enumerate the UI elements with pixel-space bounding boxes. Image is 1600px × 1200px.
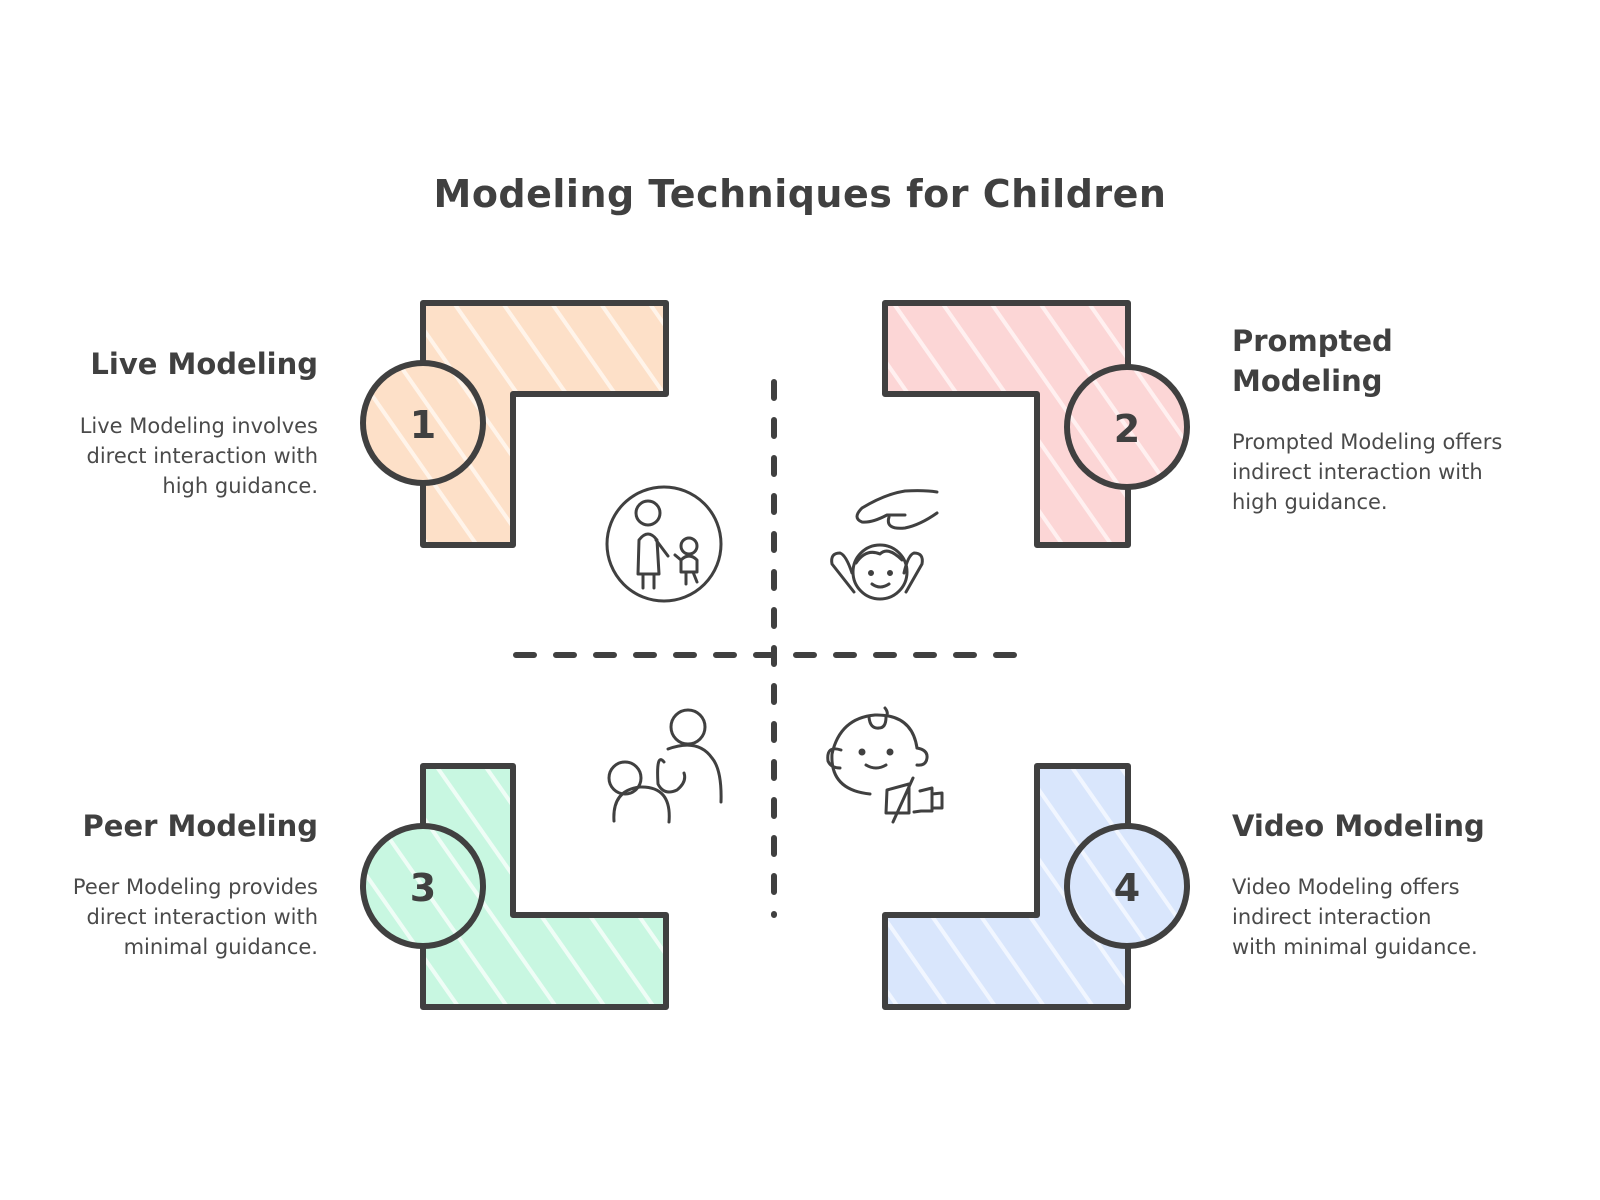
description-line: indirect interaction [1232,905,1432,929]
number-1: 1 [410,403,436,447]
description-line: Prompted Modeling offers [1232,430,1503,454]
heading-line: Prompted [1232,324,1393,358]
number-badge-3 [360,823,486,949]
quadrant-video-modeling: 4 [882,763,1190,1010]
number-2: 2 [1114,407,1140,451]
description-line: minimal guidance. [123,935,318,959]
heading-live-modeling: Live Modeling [90,347,318,381]
description-line: direct interaction with [86,905,318,929]
description-line: high guidance. [1232,490,1388,514]
description-line: indirect interaction with [1232,460,1483,484]
heading-peer-modeling: Peer Modeling [82,809,318,843]
heading-line: Modeling [1232,364,1383,398]
adult-with-child-icon [605,485,723,603]
heading-video-modeling: Video Modeling [1232,809,1485,843]
description-line: Live Modeling involves [79,414,318,438]
number-badge-2 [1064,364,1190,490]
l-shape-peer [420,763,669,1010]
description-line: with minimal guidance. [1232,935,1478,959]
description-line: high guidance. [162,474,318,498]
description-prompted-modeling: Prompted Modeling offers indirect intera… [1232,427,1592,517]
number-badge-4 [1064,823,1190,949]
description-live-modeling: Live Modeling involves direct interactio… [20,411,318,501]
quadrant-prompted-modeling: 2 [882,300,1190,548]
quadrant-live-modeling: 1 [360,300,669,548]
l-shape-prompted [882,300,1131,548]
hand-over-child-icon [830,489,939,601]
number-4: 4 [1114,866,1140,910]
peers-icon [607,708,723,824]
description-line: Peer Modeling provides [72,875,318,899]
description-line: Video Modeling offers [1232,875,1460,899]
child-with-camera-icon [826,706,944,824]
number-badge-1 [360,360,486,486]
description-video-modeling: Video Modeling offers indirect interacti… [1232,872,1592,962]
heading-prompted-modeling: Prompted Modeling [1232,321,1572,401]
number-3: 3 [410,866,436,910]
description-line: direct interaction with [86,444,318,468]
l-shape-video [882,763,1131,1010]
description-peer-modeling: Peer Modeling provides direct interactio… [10,872,318,962]
l-shape-live [420,300,669,548]
quadrant-peer-modeling: 3 [360,763,669,1010]
page-title: Modeling Techniques for Children [433,172,1167,216]
